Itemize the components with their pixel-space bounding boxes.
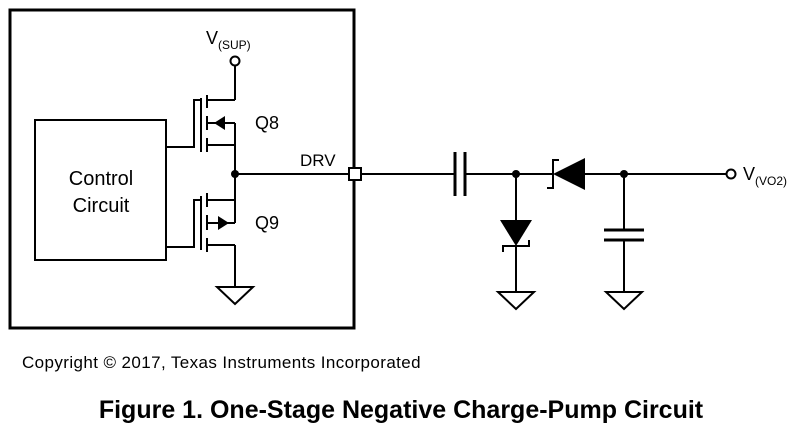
copyright-notice: Copyright © 2017, Texas Instruments Inco… xyxy=(22,353,422,372)
control-label-line1: Control xyxy=(69,168,133,190)
drv-label: DRV xyxy=(300,151,336,170)
control-label-line2: Circuit xyxy=(73,195,130,217)
shunt-diode-icon xyxy=(500,220,532,246)
ground-icon xyxy=(603,291,645,311)
junction-dot xyxy=(620,170,628,178)
output-label: V(VO2) xyxy=(743,164,787,188)
supply-label: V(SUP) xyxy=(206,28,251,52)
drv-pin-icon xyxy=(348,167,362,181)
junction-dot xyxy=(512,170,520,178)
q8-transistor xyxy=(200,95,235,152)
q9-gate-wire xyxy=(166,199,201,248)
q8-label: Q8 xyxy=(255,113,279,133)
ground-icon xyxy=(495,291,537,311)
q9-label: Q9 xyxy=(255,213,279,233)
supply-terminal-icon xyxy=(229,55,241,67)
q8-gate-wire xyxy=(166,99,201,148)
figure-caption: Figure 1. One-Stage Negative Charge-Pump… xyxy=(98,396,704,424)
series-diode-icon xyxy=(553,158,585,190)
output-terminal-icon xyxy=(725,168,737,180)
q8-body-arrow-icon xyxy=(214,116,225,130)
junction-dot xyxy=(231,170,239,178)
ground-icon xyxy=(214,286,256,306)
control-circuit-block xyxy=(34,119,167,261)
q9-transistor xyxy=(200,193,235,252)
q9-body-arrow-icon xyxy=(218,216,229,230)
charge-pump-schematic: V(SUP) Control Circuit Q8 Q9 DRV V(VO2) xyxy=(8,8,787,330)
